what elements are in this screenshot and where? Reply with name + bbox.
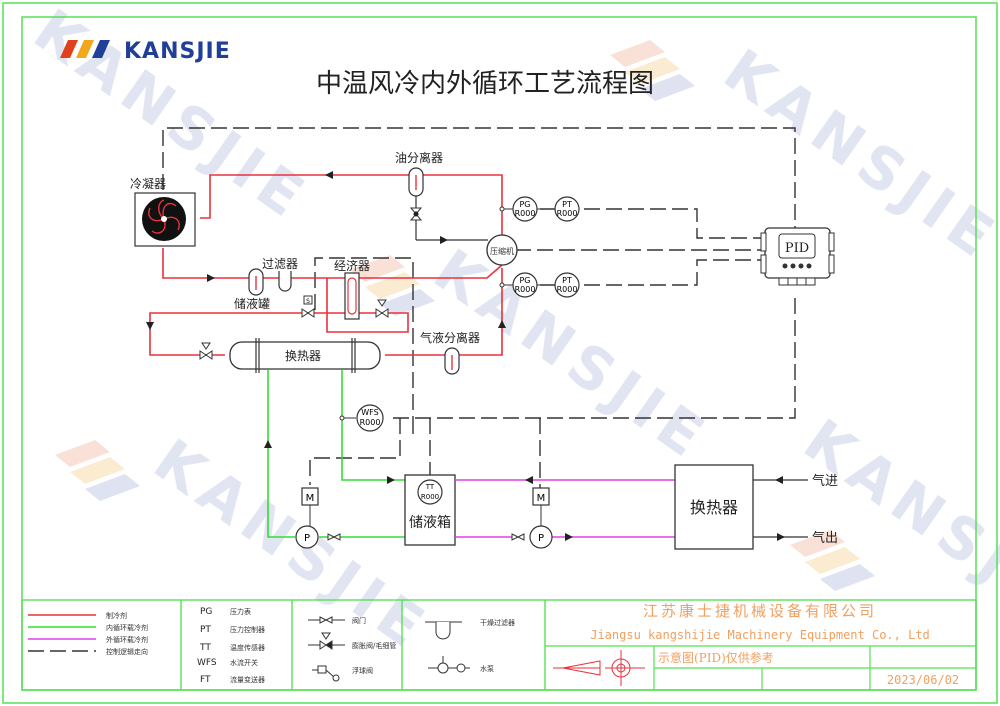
pt-tag: PT <box>562 200 572 209</box>
solenoid-tag: S <box>306 298 310 305</box>
legend-line-label: 外循环载冷剂 <box>106 635 148 644</box>
refrigerant-lines <box>149 174 503 356</box>
symbol-label: 膨胀阀/毛细管 <box>352 641 396 650</box>
filter-label: 过滤器 <box>262 257 298 271</box>
projection-symbol-icon <box>553 650 645 686</box>
instrument-pg-top: PG R000 <box>499 196 538 222</box>
tank: TT R000 储液箱 <box>404 474 456 546</box>
control-lines <box>162 127 796 488</box>
oil-separator-label: 油分离器 <box>395 150 443 165</box>
symbol-label: 水泵 <box>480 664 494 673</box>
instrument-pt-bottom: PT R000 <box>537 272 580 298</box>
heat-exchanger-small: 换热器 <box>229 338 381 373</box>
legend-line-label: 控制逻辑走向 <box>106 647 148 656</box>
condenser-label: 冷凝器 <box>130 176 166 191</box>
heat-exchanger-small-label: 换热器 <box>285 349 321 363</box>
heat-exchanger-big: 换热器 气进 气出 <box>674 464 838 550</box>
valve-icon <box>308 616 345 624</box>
float-valve-icon <box>312 665 340 682</box>
flow-arrows <box>525 476 573 541</box>
tt-value: R000 <box>421 493 439 501</box>
heat-exchanger-big-label: 换热器 <box>690 498 738 517</box>
disclaimer-note: 示意图(PID)仅供参考 <box>658 650 774 665</box>
receiver-label: 储液罐 <box>234 296 270 311</box>
pt-value: R000 <box>557 209 578 218</box>
abbr-meaning: 水流开关 <box>230 658 258 667</box>
flow-arrows <box>264 440 395 484</box>
pid-controller: PID <box>760 227 835 286</box>
expansion-valve <box>375 299 389 318</box>
pg-tag: PG <box>519 276 530 285</box>
company-name-en: Jiangsu kangshijie Machinery Equipment C… <box>590 628 930 642</box>
pt-value: R000 <box>557 285 578 294</box>
valve-icon <box>327 533 341 541</box>
condenser: 冷凝器 <box>130 176 196 247</box>
wfs-value: R000 <box>360 418 381 427</box>
pump-right: M P <box>511 487 553 549</box>
valve-icon <box>511 533 525 541</box>
watermark-stripes <box>55 40 875 591</box>
pump-left: M P <box>295 487 341 549</box>
abbr-meaning: 温度传感器 <box>230 643 265 652</box>
pg-value: R000 <box>515 285 536 294</box>
valve-icon <box>409 207 423 221</box>
symbol-label: 阀门 <box>352 616 366 625</box>
pump-tag: P <box>304 533 310 544</box>
brand-logo: KANSJIE <box>60 39 231 64</box>
brand-name: KANSJIE <box>124 39 231 64</box>
motor-tag: M <box>306 493 315 504</box>
compressor-label: 压缩机 <box>490 246 514 256</box>
receiver: 储液罐 <box>234 268 270 311</box>
symbol-label: 干燥过滤器 <box>480 618 515 627</box>
abbr-code: PT <box>200 625 211 635</box>
tank-label: 储液箱 <box>409 515 451 531</box>
pid-label: PID <box>785 241 809 256</box>
legend-block: 制冷剂 内循环载冷剂 外循环载冷剂 控制逻辑走向 PG PT TT WFS FT… <box>21 599 977 691</box>
air-in-label: 气进 <box>812 473 838 489</box>
tt-tag: TT <box>425 483 435 491</box>
abbr-code: TT <box>199 643 211 653</box>
drawing-date: 2023/06/02 <box>887 673 959 687</box>
gas-liquid-separator: 气液分离器 <box>420 330 480 375</box>
pt-tag: PT <box>562 276 572 285</box>
water-pump-icon <box>428 656 470 674</box>
oil-separator: 油分离器 <box>395 150 488 244</box>
motor-tag: M <box>537 493 546 504</box>
filter: 过滤器 <box>262 257 298 292</box>
dryer-filter-icon <box>425 621 462 640</box>
watermark-layer: KANSJIE KANSJIE KANSJIE KANSJIE KANSJIE <box>22 0 1000 664</box>
economizer-label: 经济器 <box>334 258 370 273</box>
pg-value: R000 <box>515 209 536 218</box>
abbr-code: PG <box>200 607 212 617</box>
pg-tag: PG <box>519 200 530 209</box>
gas-liquid-separator-label: 气液分离器 <box>420 330 480 345</box>
company-name-cn: 江苏康士捷机械设备有限公司 <box>643 602 877 620</box>
expansion-valve-icon <box>308 632 345 650</box>
economizer: 经济器 <box>334 258 370 320</box>
abbr-meaning: 压力控制器 <box>230 625 265 634</box>
compressor: 压缩机 <box>486 234 518 266</box>
abbr-code: FT <box>200 675 211 685</box>
instrument-pg-bottom: PG R000 <box>499 272 538 298</box>
wfs-tag: WFS <box>361 408 378 417</box>
pump-tag: P <box>538 533 544 544</box>
abbr-meaning: 压力表 <box>230 607 251 616</box>
air-out-label: 气出 <box>812 530 838 546</box>
outer-loop-lines <box>455 479 675 538</box>
expansion-valve <box>199 342 213 360</box>
flow-arrows <box>146 171 506 330</box>
abbr-meaning: 流量变送器 <box>230 675 265 684</box>
symbol-label: 浮球阀 <box>352 666 373 675</box>
solenoid-valve: S <box>301 295 315 318</box>
legend-line-label: 制冷剂 <box>106 611 127 620</box>
instrument-wfs: WFS R000 <box>339 404 384 432</box>
instrument-pt-top: PT R000 <box>537 196 580 222</box>
abbr-code: WFS <box>197 658 217 668</box>
page-title: 中温风冷内外循环工艺流程图 <box>316 69 654 99</box>
legend-line-label: 内循环载冷剂 <box>106 623 148 632</box>
